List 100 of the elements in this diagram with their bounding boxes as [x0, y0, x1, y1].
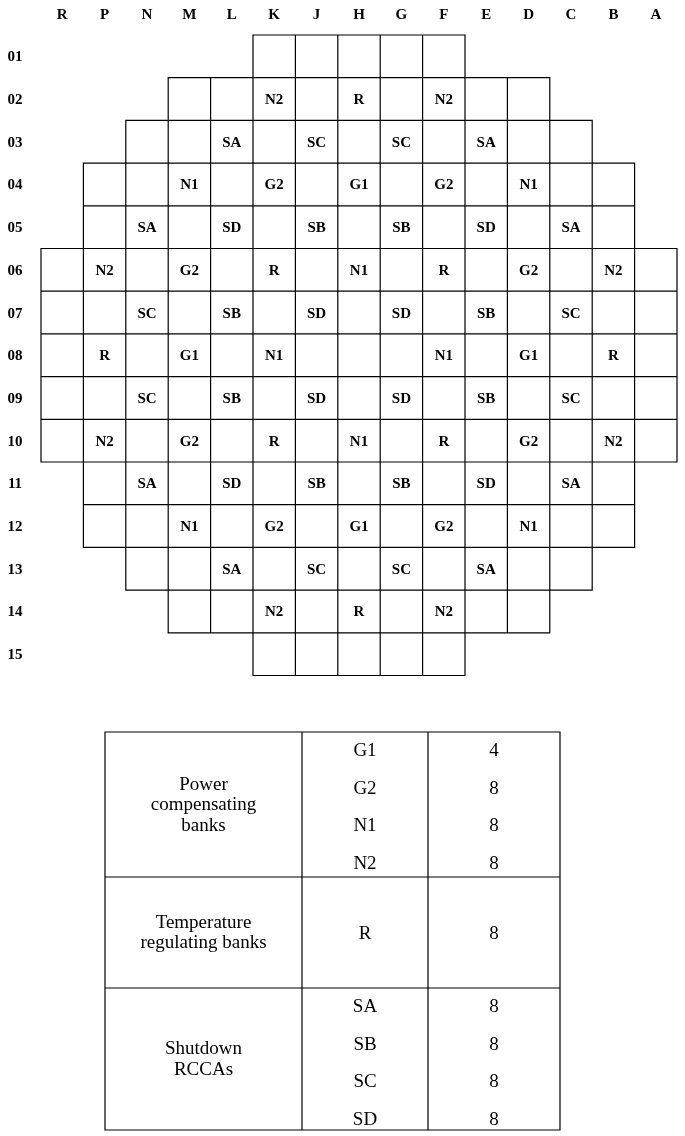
rod-bank-label: R [268, 432, 280, 449]
rod-bank-label: SA [476, 133, 496, 150]
rod-bank-label: SA [222, 560, 242, 577]
row-number: 10 [7, 432, 23, 449]
column-letter: N [141, 5, 153, 23]
rod-bank-label: N1 [349, 261, 369, 279]
rod-bank-label: R [268, 261, 280, 279]
rod-bank-label: G2 [264, 517, 284, 535]
rod-count: 8 [489, 777, 499, 798]
rod-bank-label: SD [391, 389, 411, 407]
rod-bank-label: SD [307, 304, 327, 321]
rod-bank-label: SC [391, 560, 411, 577]
rod-bank-label: SD [307, 389, 327, 407]
rod-bank-label: SD [391, 304, 411, 321]
rod-bank-label: N1 [180, 517, 199, 535]
rod-bank-label: SA [222, 133, 242, 150]
rod-bank-label: N2 [604, 432, 623, 449]
column-letter: A [650, 5, 662, 23]
rod-bank-label: SB [222, 304, 241, 321]
rod-bank-label: N2 [434, 603, 453, 620]
row-number: 14 [7, 603, 23, 620]
row-number: 05 [7, 218, 23, 236]
rod-bank-label: N1 [349, 432, 369, 449]
rod-bank-label: SD [476, 218, 496, 236]
rod-bank-label: SB [392, 475, 411, 492]
rod-bank-label: N2 [265, 90, 284, 108]
rod-count: 8 [489, 1033, 499, 1054]
rod-bank-label: G1 [519, 347, 539, 364]
row-number: 11 [7, 475, 23, 492]
rod-bank-label: SB [307, 475, 326, 492]
rod-bank-label: N1 [519, 517, 538, 535]
bank-code: G1 [353, 739, 377, 761]
row-number: 01 [7, 48, 23, 65]
row-number: 07 [7, 304, 23, 321]
column-letter: F [439, 5, 449, 23]
row-number: 06 [7, 261, 23, 279]
bank-code: SB [353, 1033, 377, 1054]
row-number: 12 [7, 517, 23, 535]
rod-count: 4 [489, 739, 499, 761]
rod-bank-label: SC [307, 560, 327, 577]
rod-bank-label: R [99, 347, 110, 364]
rod-bank-label: R [353, 90, 365, 108]
rod-bank-label: SC [391, 133, 411, 150]
rod-bank-label: N2 [95, 432, 114, 449]
bank-group-name: Temperature regulating banks [139, 911, 268, 954]
rod-bank-label: N2 [604, 261, 623, 279]
column-letter: M [182, 5, 197, 23]
rod-bank-label: SB [477, 389, 496, 407]
column-letter: H [353, 5, 365, 23]
rod-bank-label: SC [561, 304, 581, 321]
rod-count: 8 [489, 852, 499, 873]
bank-code: N2 [353, 852, 377, 873]
column-letter: G [395, 5, 408, 23]
rod-bank-label: SD [222, 475, 242, 492]
rod-bank-label: SB [307, 218, 326, 236]
column-letter: J [312, 5, 321, 23]
rod-bank-label: SD [222, 218, 242, 236]
rod-bank-label: G1 [179, 347, 199, 364]
rod-bank-label: R [607, 347, 619, 364]
bank-code: G2 [353, 777, 377, 798]
column-letter: B [608, 5, 619, 23]
rod-bank-label: SA [561, 475, 581, 492]
bank-group-name: Shutdown RCCAs [163, 1038, 244, 1080]
rod-bank-label: SB [477, 304, 496, 321]
rod-count: 8 [489, 814, 499, 836]
rod-bank-label: SA [561, 218, 581, 236]
column-letter: R [56, 5, 68, 23]
bank-code: SA [352, 995, 378, 1017]
column-letter: L [226, 5, 237, 23]
rod-bank-label: SC [137, 389, 157, 407]
row-number: 13 [7, 560, 23, 577]
rod-bank-label: SD [476, 475, 496, 492]
row-number: 15 [7, 645, 23, 663]
row-number: 09 [7, 389, 23, 407]
rod-count: 8 [489, 1070, 499, 1092]
row-number: 02 [7, 90, 23, 108]
rod-bank-label: N2 [265, 603, 284, 620]
rod-bank-label: R [353, 603, 365, 620]
rod-bank-label: N2 [434, 90, 453, 108]
rod-bank-label: G1 [349, 176, 369, 193]
rod-bank-label: N1 [434, 347, 453, 364]
rod-bank-label: N1 [180, 176, 199, 193]
bank-code: R [358, 922, 372, 943]
column-letter: K [268, 5, 280, 23]
rod-bank-label: SC [137, 304, 157, 321]
row-number: 08 [7, 347, 23, 364]
rod-bank-label: SA [137, 218, 157, 236]
rod-bank-label: SB [222, 389, 241, 407]
bank-code: SD [352, 1108, 378, 1129]
rod-bank-label: N1 [519, 176, 538, 193]
rod-bank-label: N2 [95, 261, 114, 279]
rod-bank-label: SB [392, 218, 411, 236]
rod-count: 8 [489, 1108, 499, 1129]
rod-bank-label: G2 [179, 261, 199, 279]
rod-count: 8 [489, 922, 499, 943]
row-number: 03 [7, 133, 23, 150]
rod-count: 8 [489, 995, 499, 1017]
column-letter: C [565, 5, 577, 23]
rod-bank-label: G2 [179, 432, 199, 449]
rod-bank-label: G1 [349, 517, 369, 535]
